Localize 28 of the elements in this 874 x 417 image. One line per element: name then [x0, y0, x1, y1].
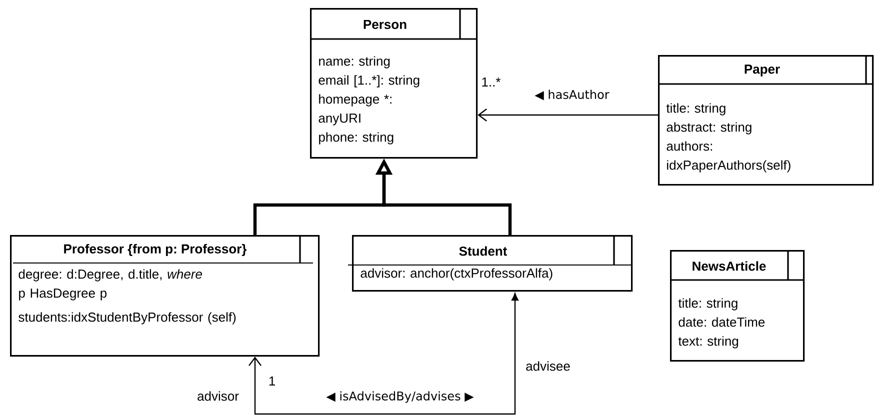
attribute-text: phone: string — [319, 132, 394, 144]
edge-label: ◀ isAdvisedBy/advises ▶ — [325, 390, 475, 404]
attribute-text: abstract: string — [666, 122, 752, 134]
class-name: Person — [364, 20, 406, 30]
attribute-text: email [1..*]: string — [318, 75, 420, 88]
role-label: advisor — [198, 391, 239, 401]
attribute-text: date: dateTime — [678, 317, 765, 327]
class-name: Professor {from p: Professor} — [64, 244, 247, 256]
role-label: 1 — [269, 376, 275, 386]
attribute-text: students:idxStudentByProfessor (self) — [18, 312, 236, 324]
class-box — [10, 235, 320, 357]
attribute-text: advisor: anchor(ctxProfessorAlfa) — [360, 268, 552, 280]
class-box — [658, 55, 874, 186]
attribute-text: text: string — [678, 336, 738, 348]
attribute-text: authors: idxPaperAuthors(self) — [666, 141, 790, 172]
class-box — [310, 8, 478, 159]
role-label: advisee — [526, 361, 570, 371]
attribute-text: title: string — [678, 298, 738, 310]
association-arrow — [478, 108, 658, 122]
class-name: Paper — [744, 64, 780, 76]
class-name: Student — [459, 246, 508, 256]
attribute-text: name: string — [319, 56, 390, 68]
class-box — [670, 250, 805, 362]
attribute-text: title: string — [666, 103, 726, 116]
class-box — [348, 235, 633, 292]
association-arrow — [248, 293, 518, 415]
edge-label: ◀ hasAuthor — [534, 88, 610, 102]
class-name: NewsArticle — [692, 261, 766, 271]
